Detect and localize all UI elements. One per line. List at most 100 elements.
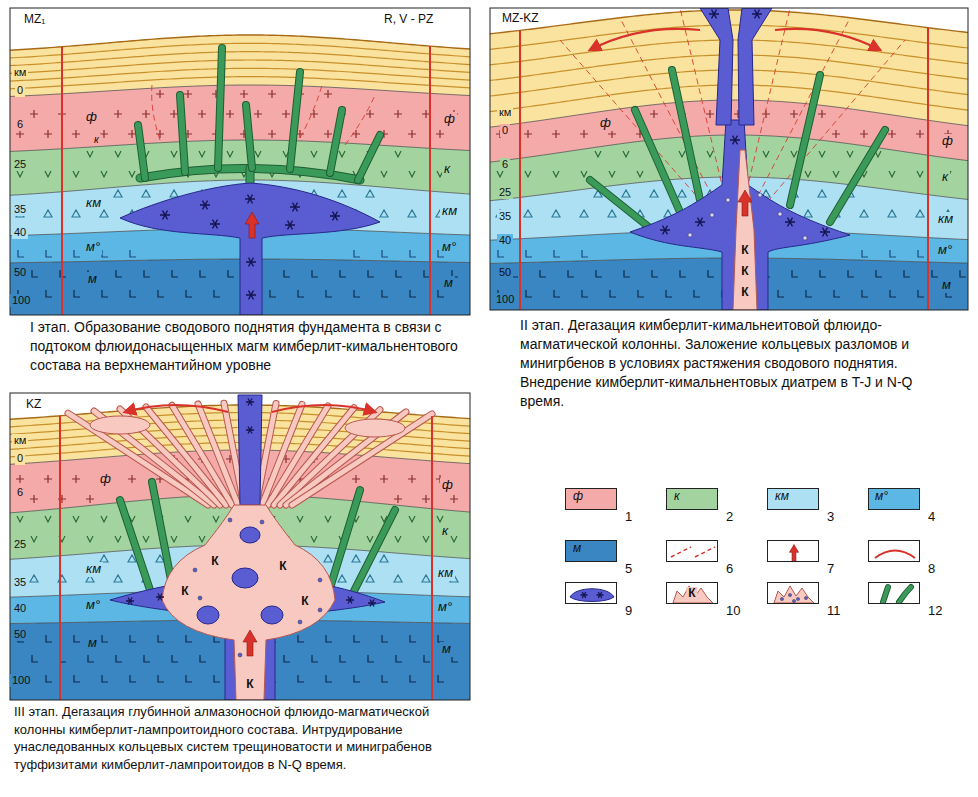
fluid-dot (710, 213, 714, 217)
fluid-dot (780, 597, 783, 600)
layer-label: м (442, 276, 455, 291)
depth-label: 50 (12, 628, 28, 641)
uplift-arrow (245, 212, 259, 238)
kimberlite-body (162, 505, 335, 700)
dyke-outline (830, 130, 885, 222)
dyke (358, 135, 380, 180)
magma-star (160, 211, 170, 220)
depth-label: 6 (15, 118, 25, 131)
dyke (330, 490, 360, 588)
magma-star (126, 598, 134, 605)
magma-body (738, 8, 772, 125)
legend-number: 6 (726, 562, 733, 577)
magma-star (156, 594, 164, 601)
dyke (180, 95, 185, 172)
depth-label: 6 (500, 158, 510, 171)
legend-item: 12 (868, 582, 948, 622)
layer-label: ф (442, 112, 457, 127)
fluid-dot (193, 568, 197, 572)
depth-label: 0 (15, 84, 25, 97)
deep-fault (59, 416, 61, 700)
kimberlite-body (733, 150, 757, 310)
kimberlite-label: К (179, 585, 190, 599)
fluid-dot (318, 578, 322, 582)
depth-label: 25 (12, 158, 28, 171)
sediment-stripe (10, 77, 470, 89)
layer-label: к (940, 170, 950, 185)
legend-symbol (566, 583, 616, 603)
caption-text: II этап. Дегазация кимберлит-кимальнеито… (520, 316, 950, 410)
layer-label: ф (440, 478, 455, 493)
magma-star (597, 592, 604, 598)
tuffizite-patch (90, 416, 150, 434)
ring-fault (345, 95, 375, 145)
depth-label: 35 (12, 203, 28, 216)
dyke-outline (120, 500, 150, 590)
depth-label: 100 (494, 293, 516, 306)
layer-label: м° (440, 240, 458, 255)
uplift-arrow (789, 545, 798, 562)
dyke (330, 110, 342, 173)
legend-number: 10 (726, 604, 740, 619)
panel-frame (10, 8, 470, 315)
legend-number: 8 (928, 562, 935, 577)
magma-star (245, 195, 255, 204)
layer-label: ф (98, 472, 113, 487)
deep-fault (927, 28, 929, 310)
layer-label: км (436, 566, 455, 581)
magma-star (200, 201, 210, 210)
legend-number: 9 (625, 604, 632, 619)
ring-fault-sample (671, 547, 715, 557)
kimberlite-label: К (739, 286, 750, 300)
magma-star (368, 600, 376, 607)
fluid-dot (758, 193, 762, 197)
layer-label: к (92, 134, 101, 146)
dyke-outline (218, 48, 222, 168)
depth-label: 25 (12, 538, 28, 551)
depth-label: 40 (497, 234, 513, 247)
magma-star (730, 136, 740, 145)
depth-label: 6 (15, 486, 25, 499)
dyke-outline (590, 180, 650, 228)
magma-body (238, 395, 262, 505)
deep-fault (61, 47, 63, 315)
caption-text: I этап. Образование сводового поднятия ф… (30, 318, 470, 375)
legend-letter: к (672, 490, 682, 504)
panel-frame (10, 393, 470, 700)
magma-body (120, 183, 380, 315)
ring-fault (152, 85, 160, 140)
layer-label: м (940, 278, 953, 293)
legend-swatch (565, 582, 617, 604)
fluid-dot (198, 596, 202, 600)
depth-label: 40 (12, 226, 28, 239)
dyke-outline (672, 70, 700, 200)
tuffizite-patch (345, 419, 405, 437)
uplift-arrow (243, 630, 257, 656)
legend-letter: м (571, 542, 583, 556)
magma-star (660, 226, 670, 235)
depth-label: 100 (10, 294, 32, 307)
depth-label: 50 (12, 266, 28, 279)
dyke (590, 180, 650, 228)
layer-label: ф (84, 110, 99, 125)
depth-label: 100 (10, 674, 32, 687)
legend-number: 3 (827, 510, 834, 525)
layer-label: ф (940, 134, 955, 149)
layer-label: м (86, 272, 99, 287)
deep-fault (519, 30, 521, 310)
fluid-dot (688, 233, 692, 237)
fluid-dot (318, 608, 322, 612)
magma-star (246, 427, 254, 434)
layer-boundary (10, 85, 470, 96)
kimberlite-label: К (277, 560, 288, 574)
magma-body (570, 589, 614, 602)
era-label: R, V - PZ (382, 13, 435, 27)
depth-label: 0 (15, 452, 25, 465)
magma-star (820, 228, 830, 237)
legend-number: 4 (928, 510, 935, 525)
magma-star (581, 592, 588, 598)
legend-item: 6 (666, 540, 746, 580)
dyke (635, 110, 680, 212)
layer-label: м° (84, 598, 102, 613)
